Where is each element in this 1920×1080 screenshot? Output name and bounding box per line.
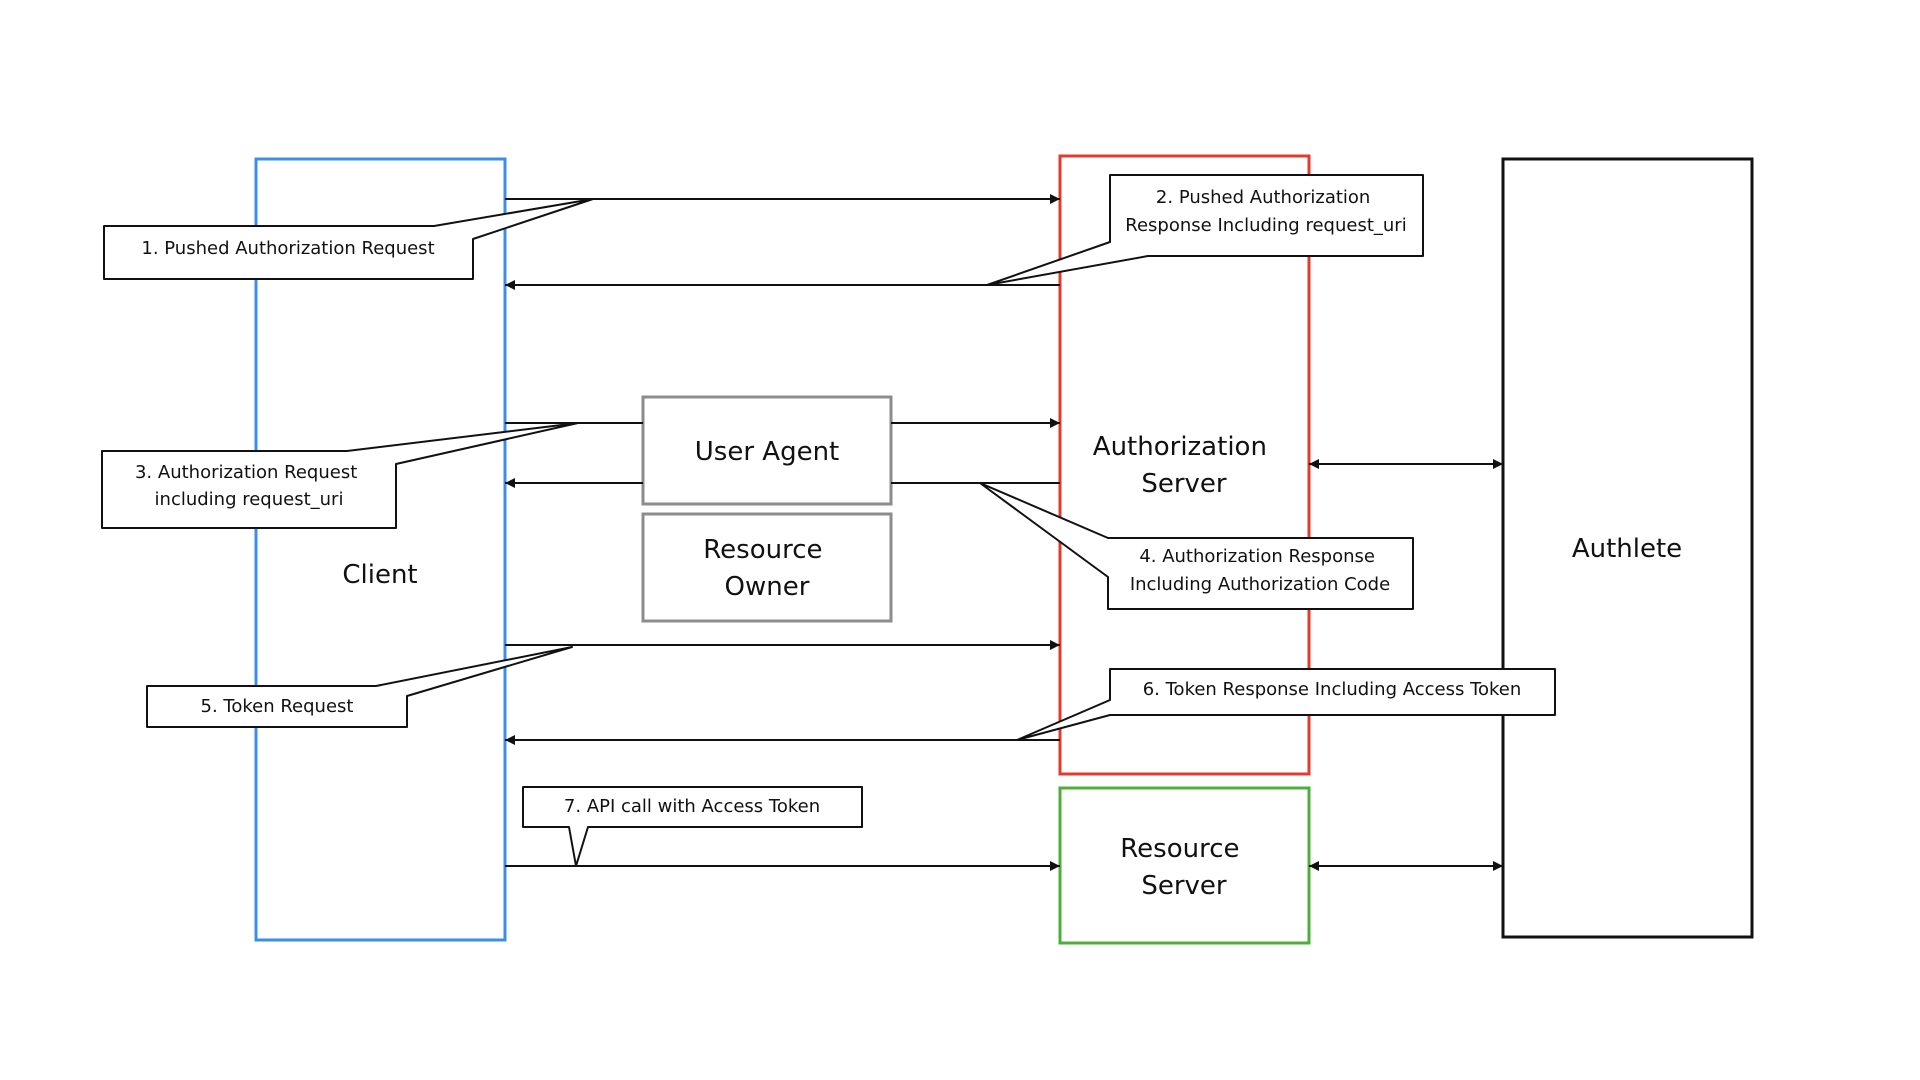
callout-step-6 (1016, 668, 1556, 741)
step-2-label: 2. Pushed Authorization Response Includi… (1125, 187, 1406, 236)
callout-step-3 (101, 422, 579, 529)
callout-step-2 (986, 174, 1424, 286)
resource-server-box (1058, 786, 1311, 945)
authlete-box (1501, 157, 1754, 939)
authlete-label: Authlete (1572, 534, 1682, 564)
step-6-label: 6. Token Response Including Access Token (1143, 679, 1522, 700)
resource-owner-box (641, 512, 893, 623)
step-5-label: 5. Token Request (201, 696, 354, 717)
callout-step-4 (979, 482, 1414, 610)
callout-step-1 (103, 198, 594, 280)
user-agent-box (641, 395, 893, 506)
resource-owner-label: Resource Owner (703, 535, 831, 602)
callout-step-7 (522, 786, 863, 867)
callout-step-5 (146, 646, 573, 728)
resource-server-label: Resource Server (1120, 834, 1248, 901)
client-label: Client (342, 560, 417, 590)
user-agent-label: User Agent (695, 437, 840, 467)
client-box (254, 157, 507, 942)
step-4-label: 4. Authorization Response Including Auth… (1130, 546, 1390, 595)
step-1-label: 1. Pushed Authorization Request (141, 238, 434, 259)
step-7-label: 7. API call with Access Token (564, 796, 820, 817)
authorization-server-label: Authorization Server (1093, 432, 1275, 499)
step-3-label: 3. Authorization Request including reque… (135, 462, 363, 510)
